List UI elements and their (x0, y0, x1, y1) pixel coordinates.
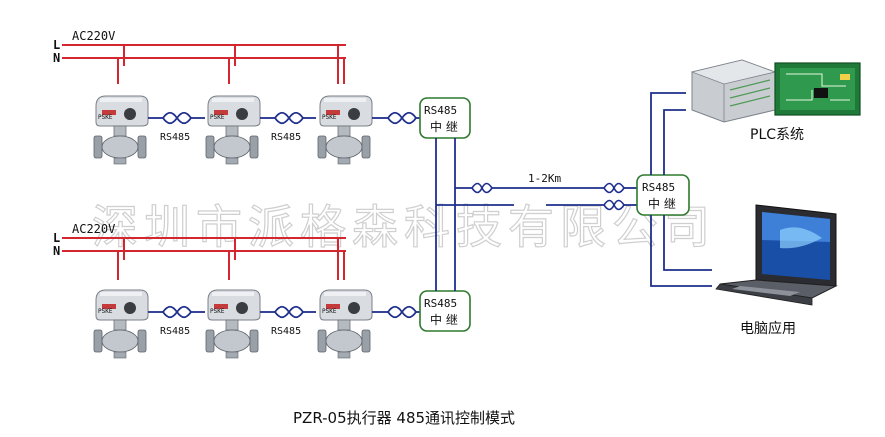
power-lines-top (62, 44, 346, 84)
valve-brand-bottom-2: PSKE (210, 308, 225, 315)
valve-actuator-top-2 (205, 95, 261, 165)
repeater-top-line1: RS485 (424, 104, 457, 117)
valve-actuator-bottom-1 (93, 289, 149, 359)
valve-brand-top-1: PSKE (98, 114, 113, 121)
power-lines-bottom (62, 237, 346, 280)
repeater-bottom-line2: 中 继 (430, 312, 458, 327)
rs485-label-top-2: RS485 (271, 132, 301, 143)
valve-actuator-top-1 (93, 95, 149, 165)
power-label-n-bottom: N (53, 244, 60, 258)
pc-label: 电脑应用 (740, 320, 796, 337)
plc-screen (774, 62, 861, 116)
repeater-right-line1: RS485 (642, 181, 675, 194)
uplink-lines (650, 92, 712, 287)
valve-brand-bottom-3: PSKE (322, 308, 337, 315)
rs485-label-bottom-1: RS485 (160, 326, 190, 337)
diagram-caption: PZR-05执行器 485通讯控制模式 (293, 409, 515, 427)
laptop-icon (715, 204, 838, 306)
valve-brand-top-3: PSKE (322, 114, 337, 121)
rs485-links-top (148, 111, 420, 125)
repeater-bottom-line1: RS485 (424, 297, 457, 310)
repeater-top-box (419, 97, 471, 139)
voltage-label-top: AC220V (72, 29, 115, 43)
valve-brand-bottom-1: PSKE (98, 308, 113, 315)
voltage-label-bottom: AC220V (72, 222, 115, 236)
repeater-right-box (636, 174, 690, 216)
plc-label: PLC系统 (750, 127, 804, 143)
rs485-label-bottom-2: RS485 (271, 326, 301, 337)
repeater-top-line2: 中 继 (430, 119, 458, 134)
valve-actuator-bottom-2 (205, 289, 261, 359)
trunk-bus (435, 138, 637, 291)
repeater-bottom-box (419, 290, 471, 332)
plc-device (690, 59, 777, 123)
rs485-links-bottom (148, 305, 420, 319)
power-label-n-top: N (53, 51, 60, 65)
valve-brand-top-2: PSKE (210, 114, 225, 121)
power-label-l-top: L (53, 38, 60, 52)
distance-label: 1-2Km (528, 172, 561, 185)
valve-actuator-top-3 (317, 95, 373, 165)
repeater-right-line2: 中 继 (648, 196, 676, 211)
power-label-l-bottom: L (53, 231, 60, 245)
rs485-label-top-1: RS485 (160, 132, 190, 143)
valve-actuator-bottom-3 (317, 289, 373, 359)
